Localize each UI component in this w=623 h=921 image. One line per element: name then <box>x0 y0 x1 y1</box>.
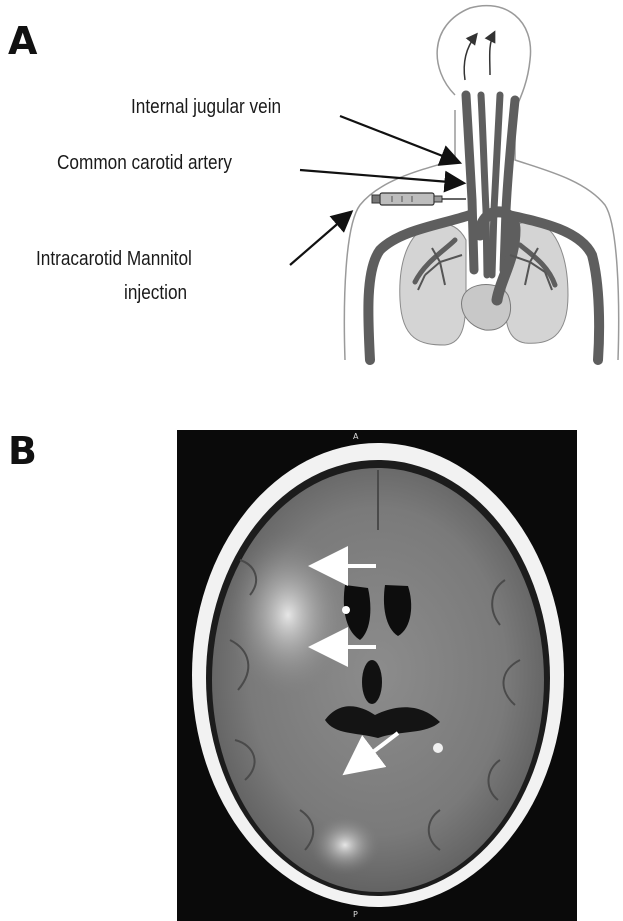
syringe <box>372 193 466 205</box>
ct-background <box>177 430 577 921</box>
frontal-horn-left <box>344 585 371 640</box>
calcification-right <box>433 743 443 753</box>
ct-anterior-marker: A <box>353 432 359 441</box>
calcification-left <box>342 606 350 614</box>
quadrigeminal-cistern <box>325 706 440 738</box>
panel-b-letter: B <box>8 432 37 470</box>
contrast-enhancement-region <box>226 530 350 700</box>
brain <box>212 468 544 892</box>
sulci <box>230 470 520 850</box>
third-ventricle <box>362 660 382 704</box>
mannitol-pointer-arrow <box>290 213 350 265</box>
skull-inner <box>206 460 550 896</box>
frontal-horn-right <box>384 585 411 636</box>
cca-pointer-arrow <box>300 170 462 183</box>
anatomy-diagram <box>0 0 623 400</box>
flow-arrow-left <box>464 35 476 80</box>
skull-outer <box>192 443 564 907</box>
flow-arrow-right <box>490 33 494 75</box>
ct-arrow-3 <box>352 733 398 768</box>
ct-posterior-marker: P <box>353 910 358 919</box>
posterior-enhancement <box>310 815 380 875</box>
ijv-pointer-arrow <box>340 116 458 162</box>
